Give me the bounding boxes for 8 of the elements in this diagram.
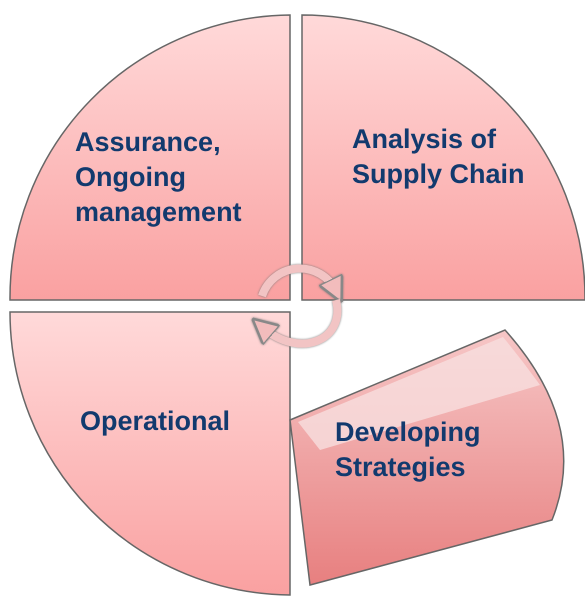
quadrant-segment bbox=[10, 312, 290, 595]
segment-label: Developing Strategies bbox=[335, 416, 482, 484]
curved-arrow bbox=[250, 299, 342, 348]
segment-label: Operational bbox=[80, 405, 232, 438]
quadrant-segment bbox=[10, 15, 290, 300]
quadrant-segment bbox=[302, 15, 585, 300]
segment-label: Assurance, Ongoing management bbox=[75, 126, 243, 229]
segment-label: Analysis of Supply Chain bbox=[352, 123, 526, 191]
